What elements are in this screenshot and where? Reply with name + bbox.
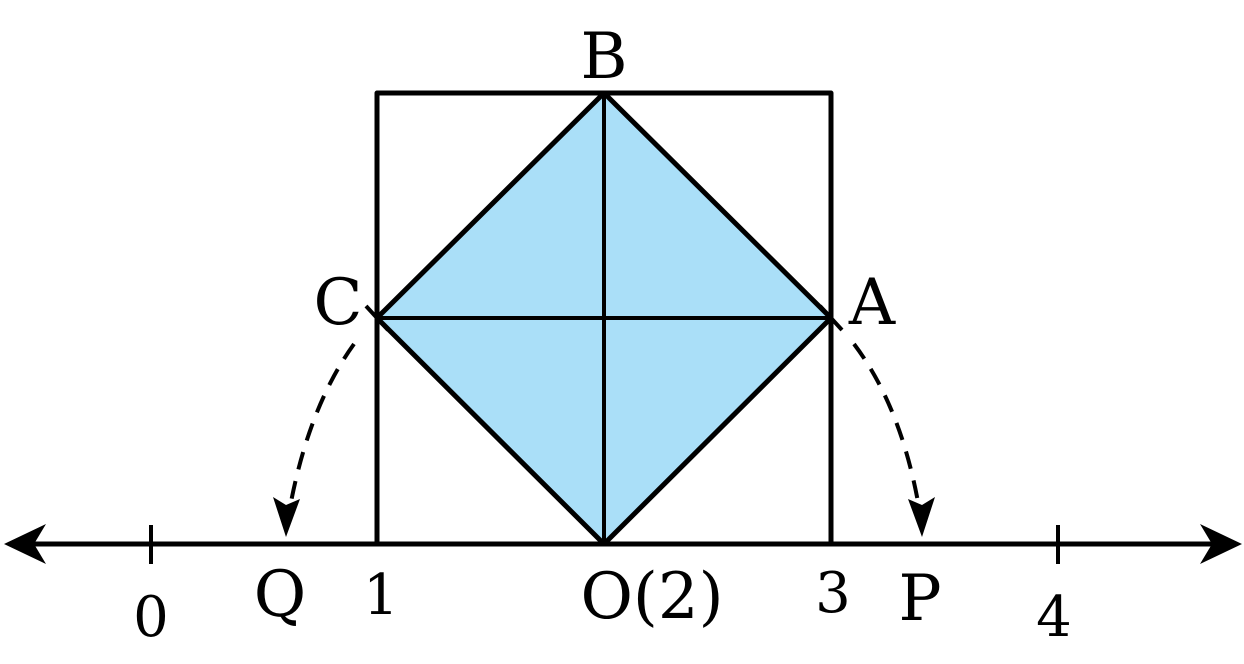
label-p: P: [898, 562, 941, 636]
label-origin: O(2): [580, 560, 723, 634]
number-line-left-arrow: [4, 524, 46, 564]
dashed-arc-a-to-p: [852, 342, 920, 503]
label-3: 3: [815, 561, 851, 626]
label-1: 1: [363, 563, 399, 628]
number-line-right-arrow: [1200, 524, 1242, 564]
label-b: B: [580, 20, 627, 94]
dashed-arc-c-to-q: [289, 342, 356, 503]
label-a: A: [848, 266, 896, 340]
label-0: 0: [133, 585, 169, 650]
mark-c: [364, 304, 390, 332]
label-c: C: [314, 266, 363, 340]
label-4: 4: [1036, 585, 1072, 650]
arc-arrowhead-p: [908, 497, 935, 537]
arc-arrowhead-q: [273, 497, 300, 537]
mark-a: [818, 304, 844, 332]
label-q: Q: [254, 558, 306, 632]
